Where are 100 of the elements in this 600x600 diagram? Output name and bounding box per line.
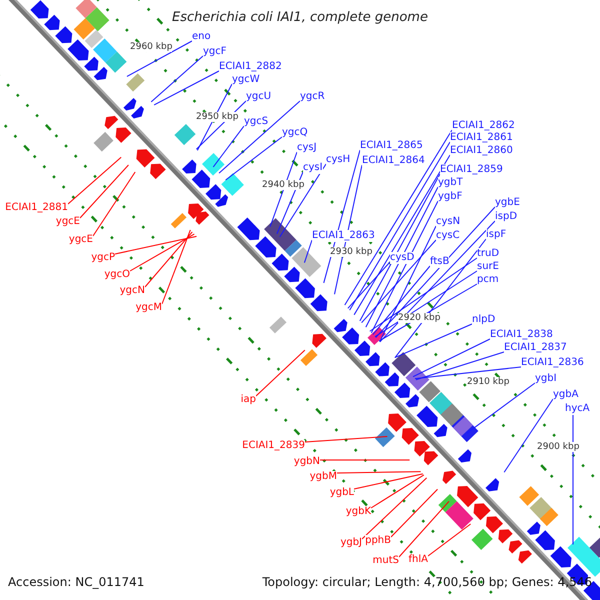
- leader-line: [374, 270, 478, 338]
- accession-note: Accession: NC_011741: [8, 576, 144, 588]
- gene-label: ygbI: [535, 373, 557, 385]
- leader-line: [114, 236, 198, 254]
- leader-line: [344, 130, 452, 306]
- leader-line: [414, 366, 522, 380]
- gene-label: ECIAI1_2881: [5, 202, 68, 214]
- gene-label: cysN: [436, 216, 460, 228]
- scale-label: 2910 kbp: [467, 377, 510, 387]
- gene-label: ygbA: [553, 389, 578, 401]
- scale-label: 2960 kbp: [130, 42, 172, 52]
- leader-line: [144, 231, 193, 288]
- gene-label: cysH: [326, 154, 350, 166]
- leader-line: [372, 266, 430, 336]
- gene-label: fhlA: [408, 554, 428, 566]
- gene-label: ygcM: [136, 302, 162, 314]
- leader-line: [336, 471, 422, 474]
- leader-line: [162, 229, 191, 304]
- leader-line: [196, 84, 232, 151]
- gene-label: pphB: [365, 535, 391, 547]
- gene-label: ygcS: [244, 116, 268, 128]
- gene-label: ispD: [495, 211, 518, 223]
- leader-line: [398, 500, 450, 558]
- gene-label: ECIAI1_2864: [362, 155, 425, 167]
- gene-label: ygbM: [310, 471, 337, 483]
- leader-line: [361, 240, 436, 324]
- gene-label: ygcW: [232, 74, 260, 86]
- gene-label: iap: [240, 394, 256, 406]
- leader-line: [369, 258, 478, 332]
- gene-label: truD: [477, 248, 500, 260]
- leader-line: [375, 206, 496, 338]
- gene-label: ECIAI1_2862: [452, 120, 515, 132]
- leader-line: [150, 56, 204, 102]
- scale-label: 2930 kbp: [330, 247, 372, 257]
- leader-line: [365, 186, 438, 328]
- gene-label: nlpD: [472, 314, 496, 326]
- leader-line: [304, 240, 312, 264]
- leader-line: [428, 524, 472, 556]
- scale-label: 2920 kbp: [398, 313, 440, 323]
- gene-label: ygbL: [330, 487, 354, 499]
- gene-label: ECIAI1_2860: [450, 145, 513, 157]
- gene-label: ECIAI1_2861: [450, 132, 513, 144]
- scale-label: 2940 kbp: [262, 180, 304, 190]
- map-title: Escherichia coli IAI1, complete genome: [172, 12, 428, 24]
- gene-label: ygcU: [246, 91, 272, 103]
- gene-label: ygcN: [120, 285, 145, 297]
- gene-label: ygcO: [104, 269, 130, 281]
- gene-label: ECIAI1_2838: [490, 329, 553, 341]
- gene-label: cysJ: [297, 142, 317, 154]
- leader-line: [212, 126, 244, 168]
- gene-label: ECIAI1_2865: [360, 140, 423, 152]
- gene-label: ygcE: [56, 216, 80, 228]
- gene-label: ECIAI1_2837: [504, 342, 567, 354]
- gene-label: ftsB: [430, 256, 450, 268]
- gene-label: surE: [477, 261, 499, 273]
- leader-line: [359, 174, 440, 322]
- leader-line: [304, 436, 388, 442]
- gene-label: ygcP: [91, 252, 115, 264]
- leader-line: [218, 100, 300, 174]
- gene-label: eno: [192, 31, 211, 43]
- gene-label: ygbT: [438, 177, 463, 189]
- gene-label: ispF: [486, 229, 506, 241]
- leader-line: [412, 338, 490, 378]
- leader-line: [504, 398, 554, 473]
- gene-label: cysC: [436, 230, 460, 242]
- leader-line: [256, 350, 306, 396]
- leader-line: [279, 164, 326, 238]
- leader-line: [379, 220, 496, 342]
- leader-line: [130, 234, 195, 272]
- gene-label: ECIAI1_2839: [242, 440, 305, 452]
- gene-label: ygcF: [203, 46, 227, 58]
- leader-line: [370, 474, 424, 508]
- gene-label: cysD: [390, 252, 414, 264]
- gene-label: ECIAI1_2859: [440, 164, 503, 176]
- leader-line: [126, 40, 192, 77]
- gene-label: ygcE: [68, 234, 93, 246]
- gene-label: ygbJ: [340, 537, 362, 549]
- leader-line: [379, 226, 436, 342]
- gene-label: ygcQ: [282, 127, 308, 139]
- gene-label: ygbN: [294, 456, 320, 468]
- leader-line: [466, 382, 536, 434]
- gene-label: ECIAI1_2836: [521, 357, 584, 369]
- leader-line: [370, 200, 438, 334]
- leader-line: [390, 488, 438, 538]
- leader-line: [68, 156, 122, 204]
- leader-line: [80, 164, 129, 218]
- gene-label: ECIAI1_2863: [312, 230, 375, 242]
- leader-line: [362, 477, 428, 540]
- gene-label: ygbF: [438, 191, 462, 203]
- gene-label: pcm: [477, 274, 499, 286]
- leader-line: [415, 352, 504, 380]
- gene-label: hycA: [565, 403, 590, 415]
- leader-line: [572, 412, 574, 545]
- leader-line: [394, 238, 486, 358]
- leader-line: [270, 152, 298, 228]
- leader-line: [394, 324, 472, 358]
- leader-line: [92, 172, 136, 236]
- gene-label: cysI: [303, 162, 323, 174]
- gene-label: ygbK: [346, 506, 371, 518]
- gene-label: ygcR: [300, 91, 325, 103]
